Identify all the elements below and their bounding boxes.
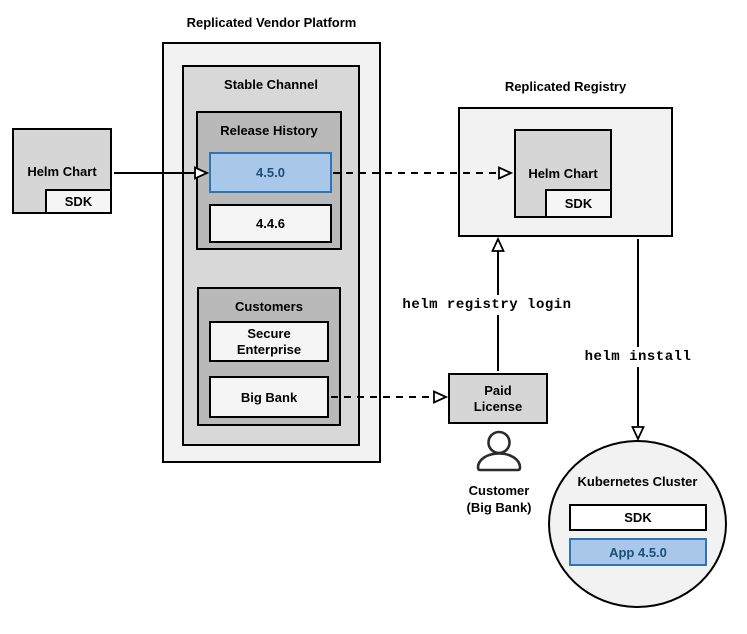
source-helm-chart-label: Helm Chart (27, 163, 97, 179)
release-item-previous: 4.4.6 (209, 204, 332, 243)
arrow-registry-to-cluster (631, 239, 645, 442)
release-item-current: 4.5.0 (209, 152, 332, 193)
customer-item-big-bank: Big Bank (209, 376, 329, 418)
kubernetes-sdk-box: SDK (569, 504, 707, 531)
kubernetes-cluster-title: Kubernetes Cluster (577, 474, 698, 489)
customer-actor-name: Customer (468, 483, 530, 498)
paid-license-box: Paid License (448, 373, 548, 424)
kubernetes-app-box: App 4.5.0 (569, 538, 707, 566)
stable-channel-title: Stable Channel (224, 77, 318, 92)
registry-helm-chart-label: Helm Chart (528, 166, 598, 181)
command-helm-install: helm install (573, 347, 703, 367)
vendor-platform-title: Replicated Vendor Platform (186, 15, 357, 30)
customers-title: Customers (235, 299, 303, 314)
registry-sdk-box: SDK (545, 189, 612, 218)
customer-item-secure-enterprise: Secure Enterprise (209, 321, 329, 362)
registry-helm-chart-box: Helm Chart SDK (514, 129, 612, 218)
release-history-title: Release History (220, 123, 318, 138)
customer-actor-label: Customer (Big Bank) (444, 482, 554, 516)
registry-title: Replicated Registry (504, 79, 627, 94)
customer-actor-detail: (Big Bank) (466, 500, 532, 515)
source-helm-chart-box: Helm Chart SDK (12, 128, 112, 214)
command-registry-login: helm registry login (399, 295, 575, 315)
customer-person-icon (476, 430, 522, 472)
source-sdk-box: SDK (45, 189, 112, 214)
kubernetes-cluster-circle: Kubernetes Cluster SDK App 4.5.0 (548, 440, 727, 608)
